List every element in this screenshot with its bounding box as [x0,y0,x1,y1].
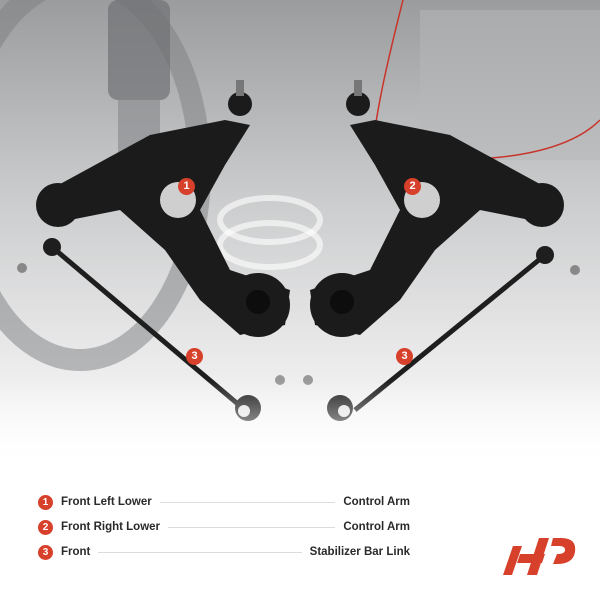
parts-illustration [0,0,600,421]
legend-row: 2 Front Right Lower Control Arm [38,515,410,539]
product-photo: 1 2 3 3 [0,0,600,470]
legend-number-badge: 1 [38,494,53,510]
legend-number-badge: 3 [38,544,53,560]
legend-position: Front Left Lower [61,496,152,508]
legend-part: Control Arm [343,521,410,533]
legend-row: 1 Front Left Lower Control Arm [38,490,410,514]
control-arm-right [310,80,564,337]
legend-position: Front Right Lower [61,521,161,533]
brand-logo-icon [495,530,581,585]
legend-divider [159,501,336,503]
legend-number-badge: 2 [38,519,53,535]
legend-divider [168,526,336,528]
callout-badge: 3 [396,348,413,365]
legend-part: Stabilizer Bar Link [309,546,410,558]
legend-divider [98,551,302,553]
photo-fade [0,380,600,470]
callout-badge: 3 [186,348,203,365]
legend-part: Control Arm [343,496,410,508]
parts-legend: 1 Front Left Lower Control Arm 2 Front R… [38,490,410,565]
callout-badge: 1 [178,178,195,195]
legend-row: 3 Front Stabilizer Bar Link [38,540,410,564]
callout-badge: 2 [404,178,421,195]
legend-position: Front [61,546,91,558]
